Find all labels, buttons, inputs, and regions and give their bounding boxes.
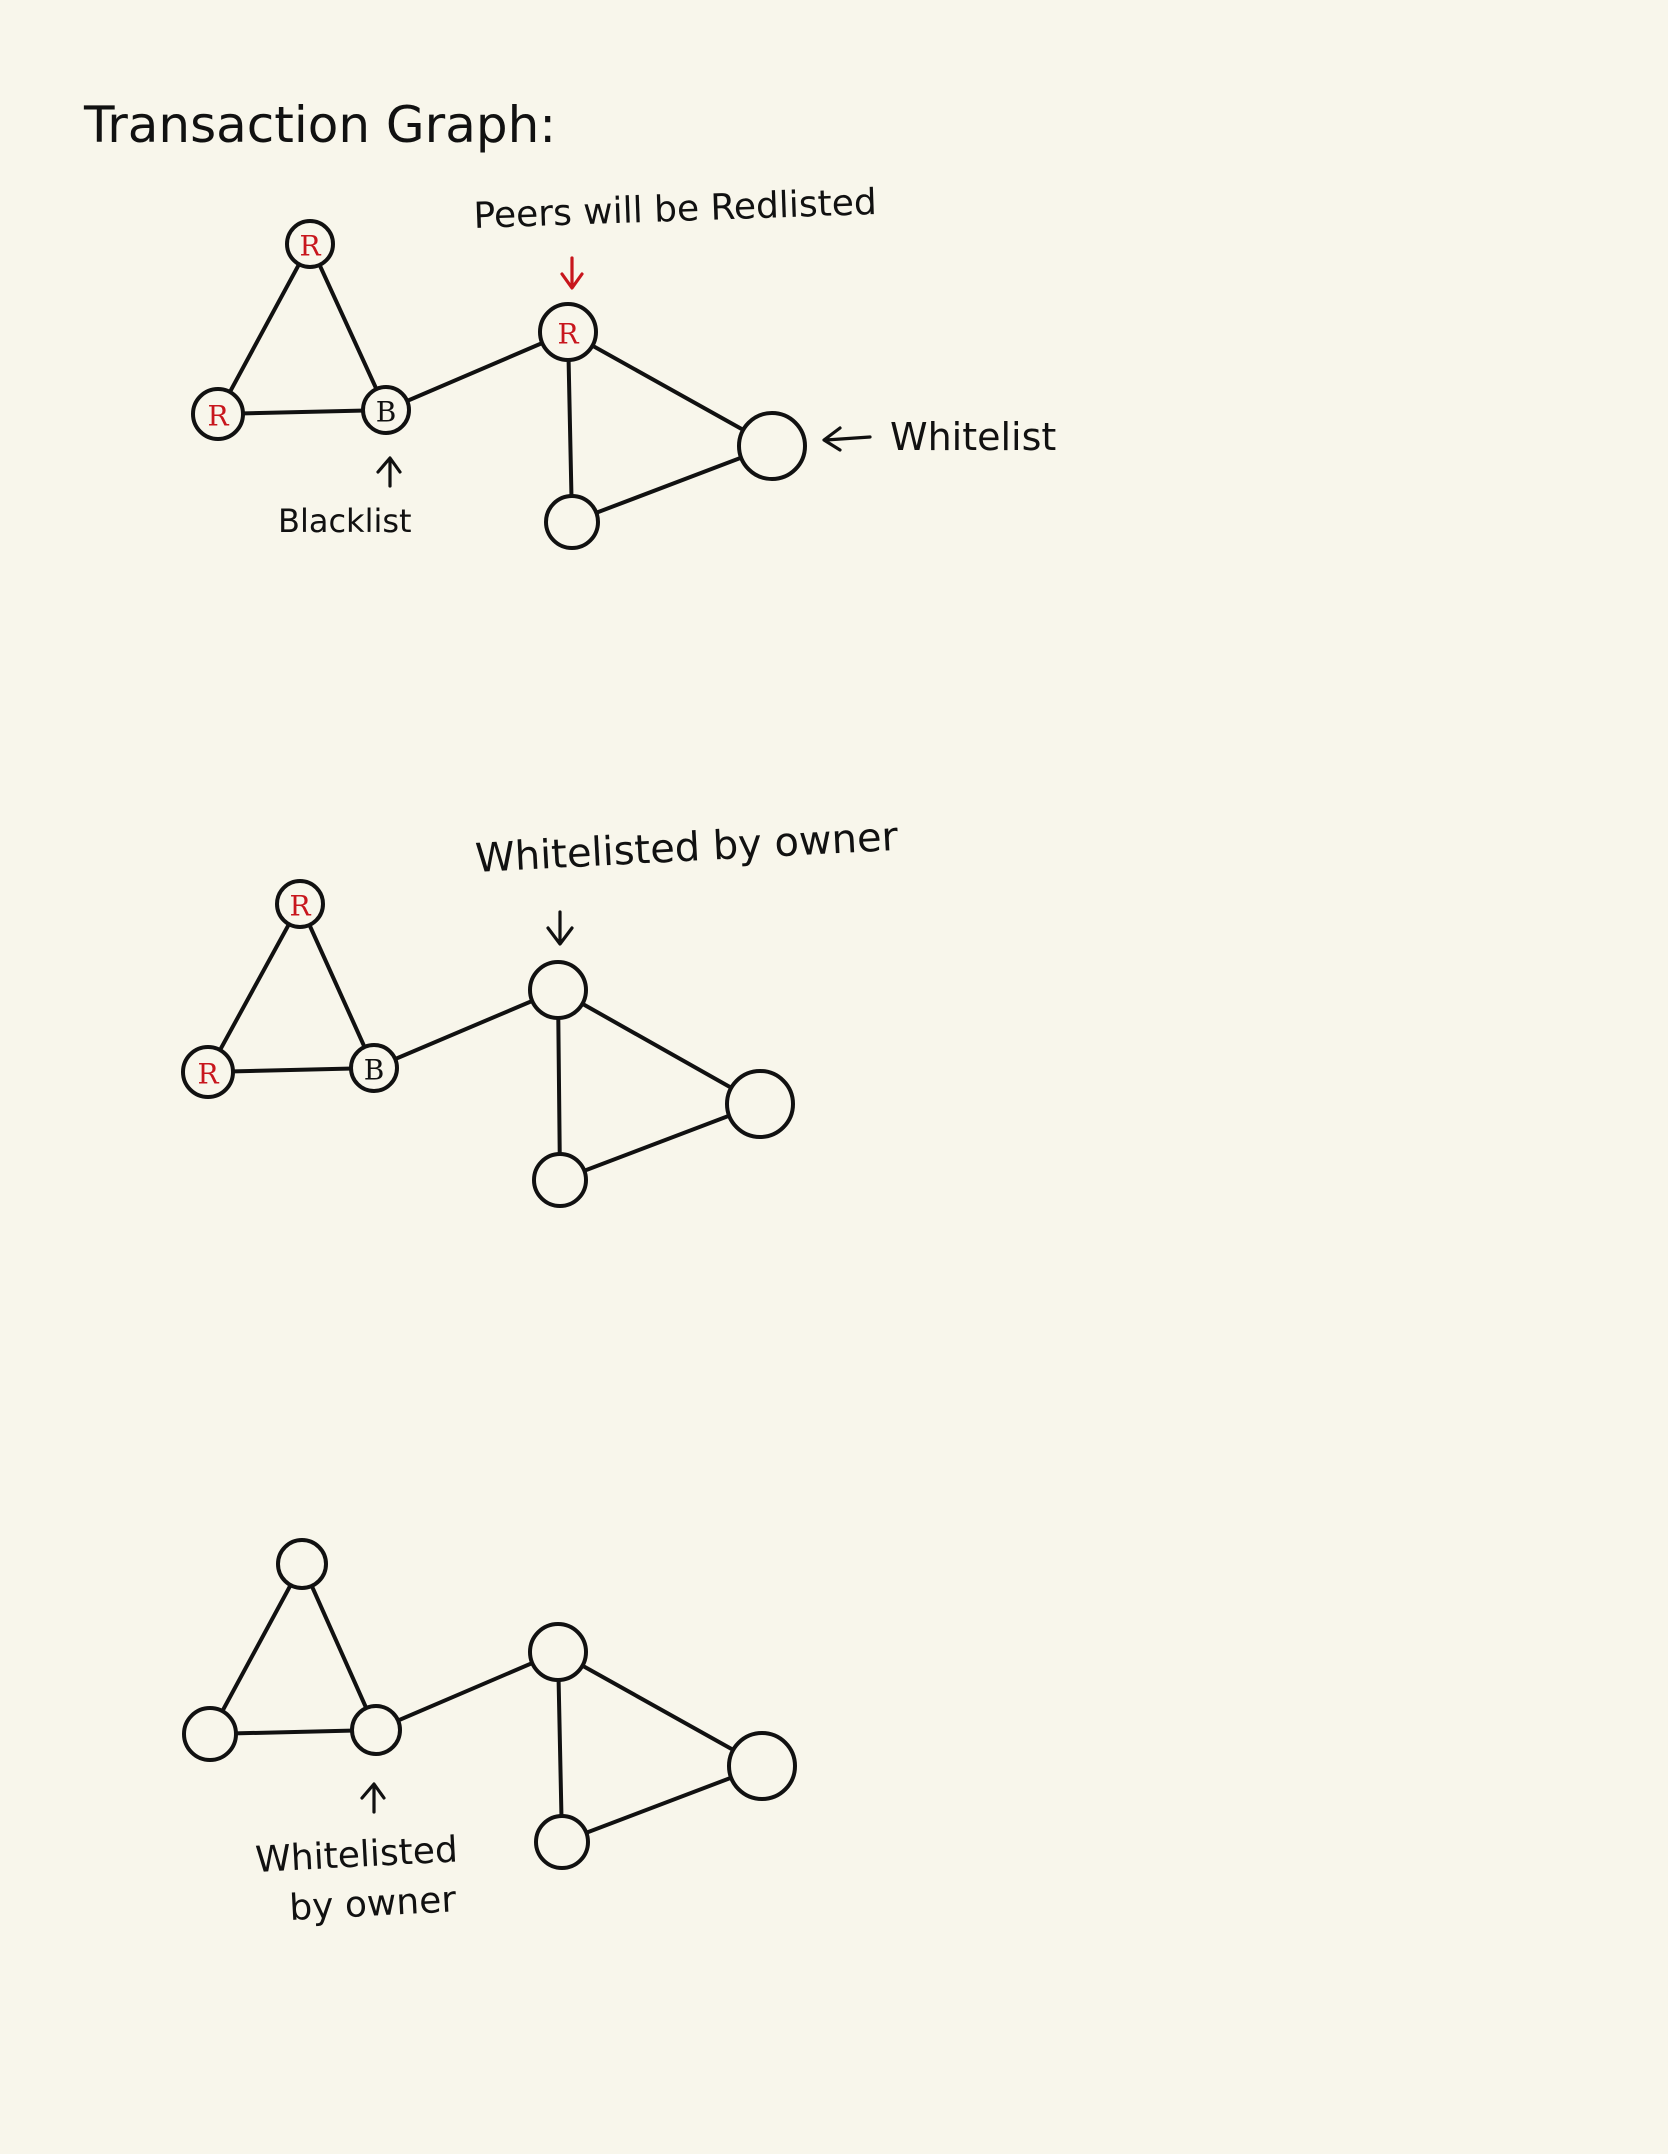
diagram-1: R R B R Peers will be bbox=[191, 182, 1056, 550]
graph-node: R bbox=[285, 219, 335, 269]
node-label: R bbox=[289, 890, 311, 923]
node-label: R bbox=[207, 400, 229, 433]
whitelisted-annotation-line-1: Whitelisted bbox=[254, 1829, 458, 1881]
node-label: R bbox=[299, 230, 321, 263]
graph-node: R bbox=[181, 1045, 235, 1099]
graph-node bbox=[727, 1731, 797, 1801]
diagram-3: Whitelisted by owner bbox=[182, 1538, 797, 1929]
diagram-1-edges bbox=[216, 242, 774, 524]
edge-right-bottom bbox=[570, 444, 774, 524]
edge-hub-bottom bbox=[556, 988, 562, 1182]
diagram-2: R R B Whitelisted by owne bbox=[181, 814, 900, 1208]
graph-node: B bbox=[361, 385, 411, 435]
graph-node bbox=[544, 494, 600, 550]
diagram-1-nodes: R R B R bbox=[191, 219, 807, 550]
down-arrow-icon bbox=[560, 256, 584, 290]
edge-hub-right bbox=[566, 330, 774, 448]
node-label: B bbox=[364, 1054, 385, 1087]
edge-top-mid bbox=[308, 242, 388, 412]
blacklist-annotation: Blacklist bbox=[278, 502, 412, 540]
down-arrow-icon bbox=[546, 910, 574, 946]
edge-top-left bbox=[208, 1562, 304, 1736]
graph-node bbox=[182, 1706, 238, 1762]
edge-mid-hub bbox=[374, 1650, 560, 1732]
graph-node bbox=[532, 1152, 588, 1208]
edge-mid-hub bbox=[384, 330, 570, 412]
graph-node bbox=[725, 1069, 795, 1139]
edge-left-mid bbox=[206, 1066, 376, 1074]
graph-node: R bbox=[538, 302, 598, 362]
graph-node bbox=[276, 1538, 328, 1590]
graph-node bbox=[528, 1622, 588, 1682]
edge-top-mid bbox=[300, 1562, 378, 1732]
graph-node bbox=[528, 960, 588, 1020]
graph-node bbox=[534, 1814, 590, 1870]
edge-left-mid bbox=[216, 408, 388, 416]
redlisted-annotation: Peers will be Redlisted bbox=[473, 182, 878, 237]
page-title: Transaction Graph: bbox=[83, 96, 556, 154]
diagram-3-nodes bbox=[182, 1538, 797, 1870]
edge-top-left bbox=[216, 242, 312, 416]
graph-node: R bbox=[191, 387, 245, 441]
whitelist-annotation: Whitelist bbox=[890, 415, 1056, 459]
whitelisted-by-owner-annotation: Whitelisted by owner bbox=[474, 814, 900, 882]
edge-hub-right bbox=[556, 1650, 764, 1768]
edge-right-bottom bbox=[560, 1764, 764, 1844]
graph-node bbox=[350, 1704, 402, 1756]
up-arrow-icon bbox=[376, 456, 402, 488]
graph-node: R bbox=[275, 879, 325, 929]
whitelisted-annotation-line-2: by owner bbox=[288, 1879, 457, 1929]
node-label: R bbox=[197, 1058, 219, 1091]
diagram-2-nodes: R R B bbox=[181, 879, 795, 1208]
left-arrow-icon bbox=[822, 426, 872, 452]
edge-mid-hub bbox=[372, 988, 560, 1070]
edge-hub-right bbox=[556, 988, 762, 1106]
node-label: B bbox=[376, 396, 397, 429]
diagram-3-edges bbox=[208, 1562, 764, 1844]
graph-node bbox=[737, 411, 807, 481]
edge-top-mid bbox=[298, 902, 376, 1070]
diagram-2-edges bbox=[206, 902, 762, 1182]
node-label: R bbox=[557, 318, 579, 351]
edge-hub-bottom bbox=[556, 1650, 564, 1844]
edge-top-left bbox=[206, 902, 302, 1074]
edge-right-bottom bbox=[558, 1102, 762, 1182]
edge-hub-bottom bbox=[566, 330, 574, 524]
graph-node: B bbox=[349, 1043, 399, 1093]
up-arrow-icon bbox=[360, 1782, 386, 1814]
